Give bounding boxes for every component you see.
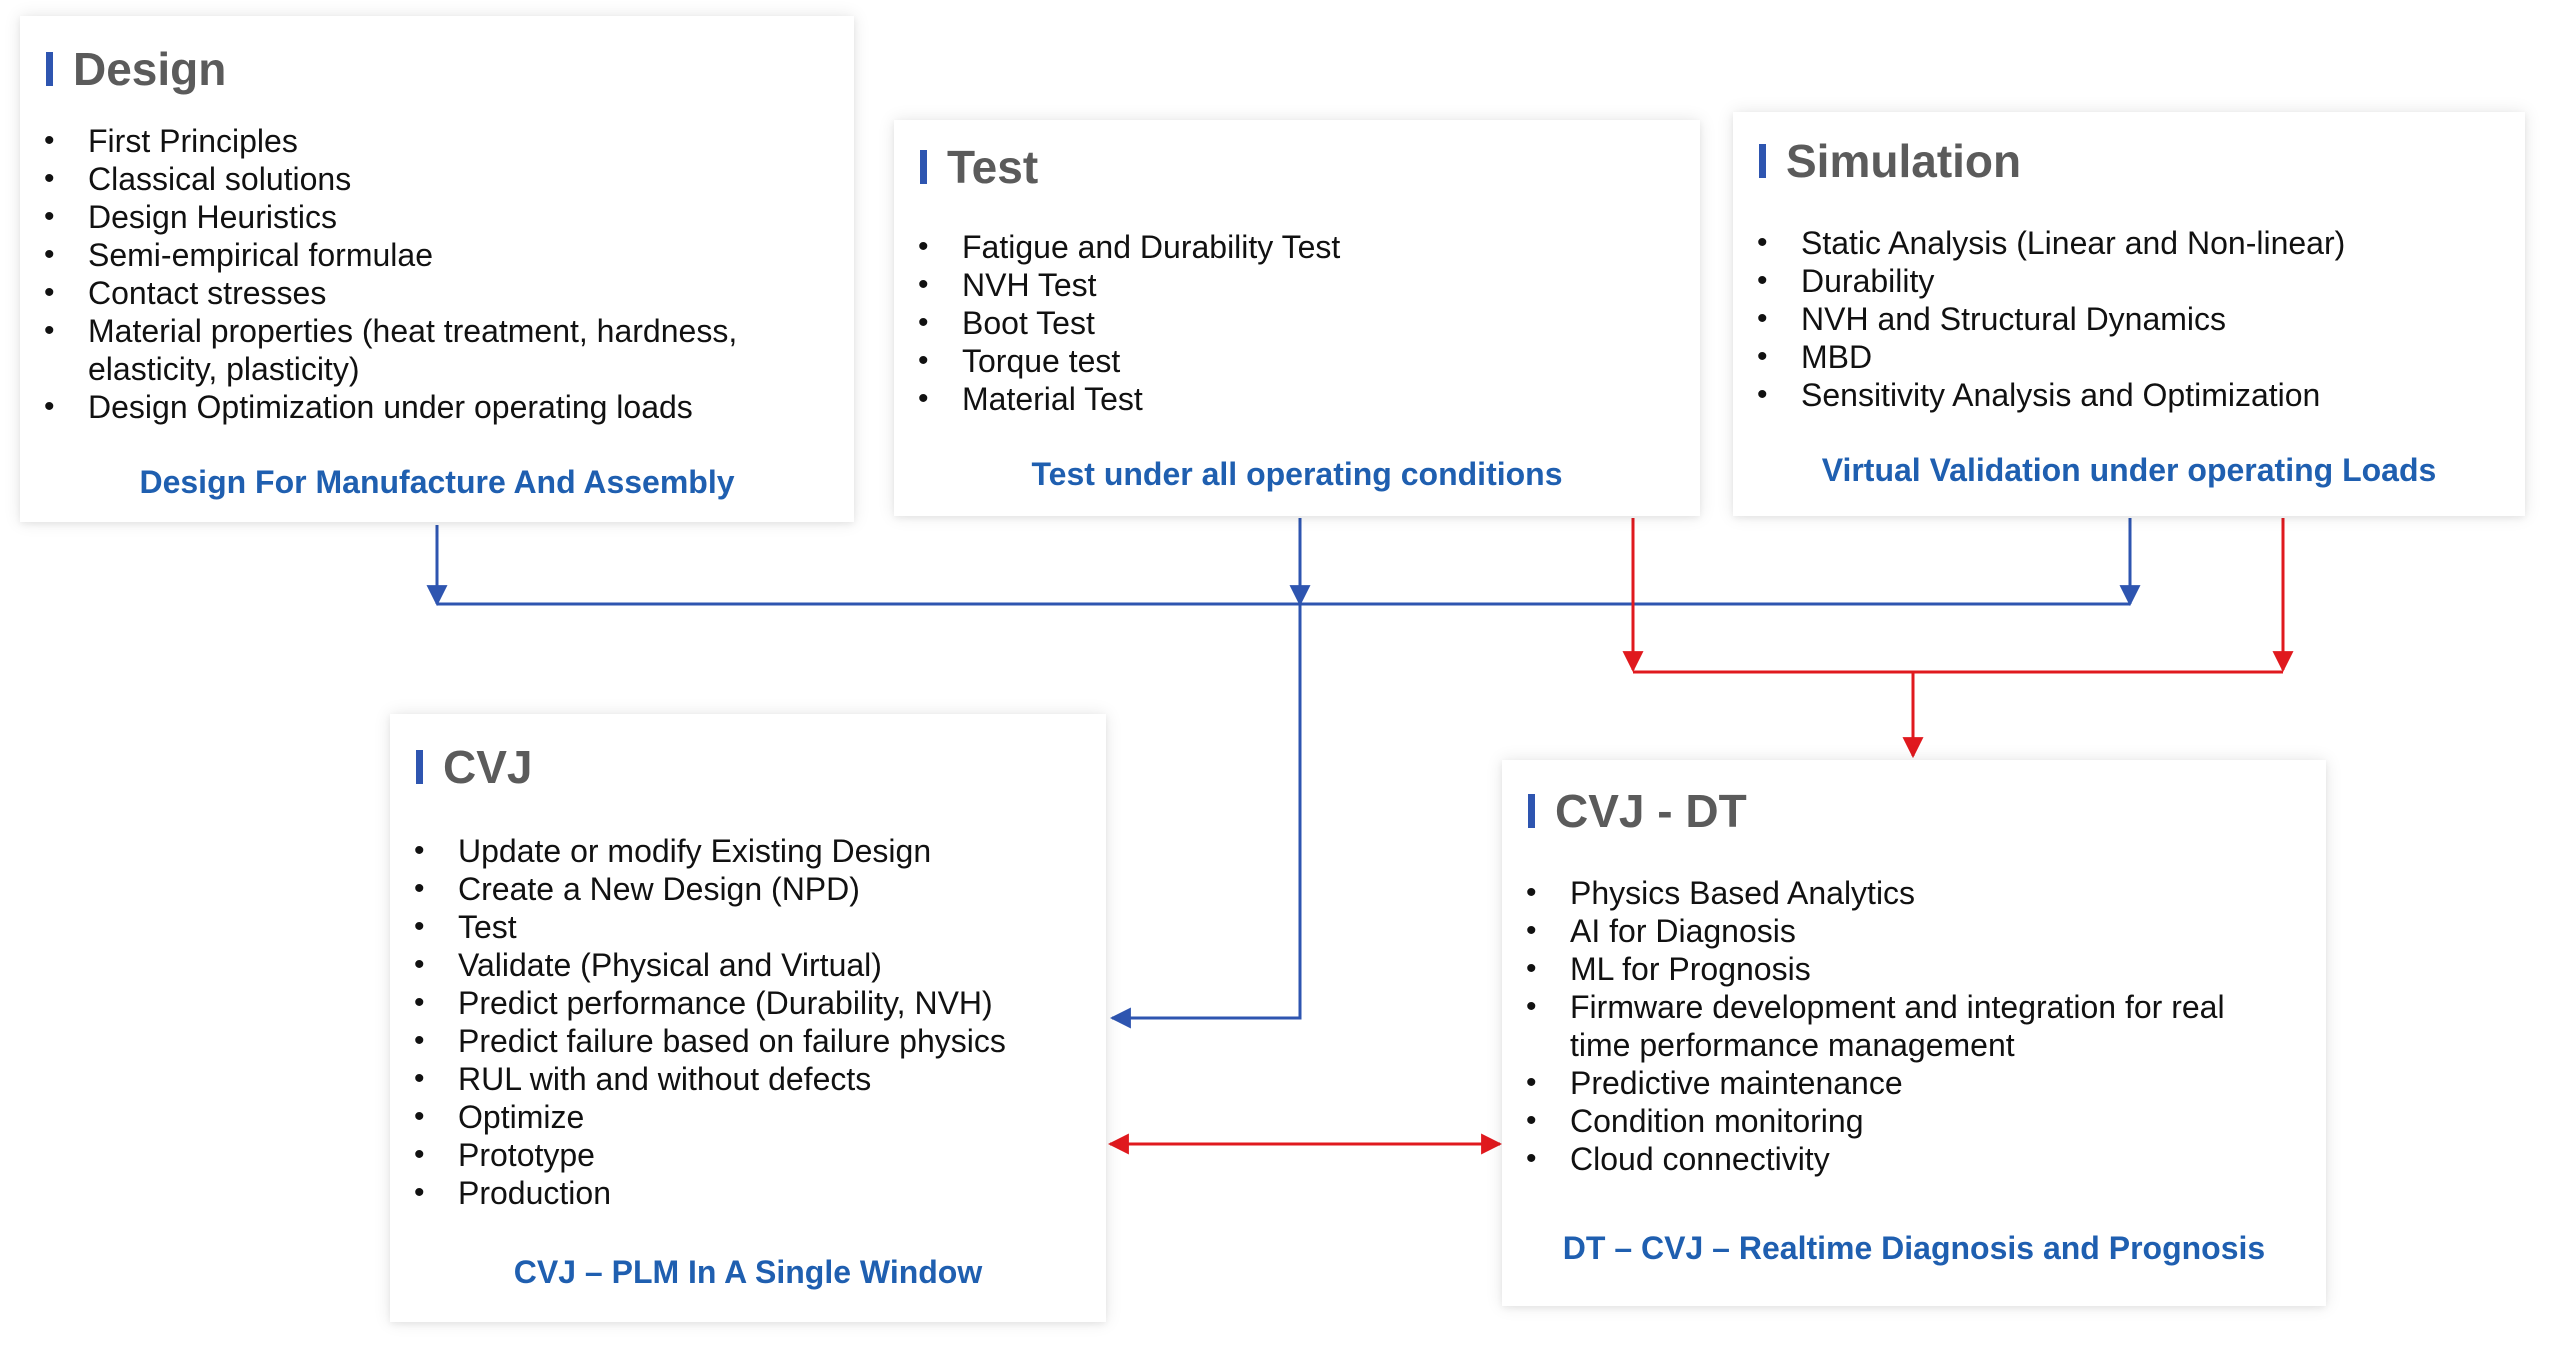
list-item: Design Optimization under operating load… <box>44 388 844 426</box>
title-accent-bar <box>1528 794 1535 828</box>
list-item: AI for Diagnosis <box>1526 912 2286 950</box>
title-accent-bar <box>1759 144 1766 178</box>
design-list: First Principles Classical solutions Des… <box>44 122 844 426</box>
list-item: ML for Prognosis <box>1526 950 2286 988</box>
cvj-footer: CVJ – PLM In A Single Window <box>513 1254 983 1290</box>
cvj-card: CVJ Update or modify Existing Design Cre… <box>390 714 1106 1322</box>
list-item: Predictive maintenance <box>1526 1064 2286 1102</box>
list-item: Contact stresses <box>44 274 844 312</box>
list-item: Classical solutions <box>44 160 844 198</box>
list-item: Sensitivity Analysis and Optimization <box>1757 376 2517 414</box>
list-item: RUL with and without defects <box>414 1060 1104 1098</box>
cvj-dt-card: CVJ - DT Physics Based Analytics AI for … <box>1502 760 2326 1306</box>
list-item: Durability <box>1757 262 2517 300</box>
simulation-list: Static Analysis (Linear and Non-linear) … <box>1757 224 2517 414</box>
simulation-footer: Virtual Validation under operating Loads <box>1821 452 2437 488</box>
list-item: NVH Test <box>918 266 1688 304</box>
list-item: Semi-empirical formulae <box>44 236 844 274</box>
cvj-dt-list: Physics Based Analytics AI for Diagnosis… <box>1526 874 2286 1178</box>
list-item: Predict failure based on failure physics <box>414 1022 1104 1060</box>
cvj-title: CVJ <box>416 740 532 794</box>
list-item: Fatigue and Durability Test <box>918 228 1688 266</box>
design-footer: Design For Manufacture And Assembly <box>139 464 735 500</box>
list-item: NVH and Structural Dynamics <box>1757 300 2517 338</box>
list-item: Material properties (heat treatment, har… <box>44 312 844 388</box>
list-item: Boot Test <box>918 304 1688 342</box>
list-item: Design Heuristics <box>44 198 844 236</box>
list-item: First Principles <box>44 122 844 160</box>
list-item: Physics Based Analytics <box>1526 874 2286 912</box>
list-item: MBD <box>1757 338 2517 376</box>
list-item: Cloud connectivity <box>1526 1140 2286 1178</box>
test-title: Test <box>920 140 1038 194</box>
design-title: Design <box>46 42 226 96</box>
list-item: Validate (Physical and Virtual) <box>414 946 1104 984</box>
cvj-list: Update or modify Existing Design Create … <box>414 832 1104 1212</box>
list-item: Production <box>414 1174 1104 1212</box>
list-item: Static Analysis (Linear and Non-linear) <box>1757 224 2517 262</box>
list-item: Test <box>414 908 1104 946</box>
list-item: Material Test <box>918 380 1688 418</box>
title-accent-bar <box>46 52 53 86</box>
cvj-dt-title: CVJ - DT <box>1528 784 1747 838</box>
list-item: Firmware development and integration for… <box>1526 988 2286 1064</box>
test-list: Fatigue and Durability Test NVH Test Boo… <box>918 228 1688 418</box>
list-item: Create a New Design (NPD) <box>414 870 1104 908</box>
list-item: Condition monitoring <box>1526 1102 2286 1140</box>
list-item: Predict performance (Durability, NVH) <box>414 984 1104 1022</box>
cvj-dt-footer: DT – CVJ – Realtime Diagnosis and Progno… <box>1562 1230 2266 1266</box>
title-accent-bar <box>920 150 927 184</box>
list-item: Update or modify Existing Design <box>414 832 1104 870</box>
design-card: Design First Principles Classical soluti… <box>20 16 854 522</box>
test-footer: Test under all operating conditions <box>1031 456 1563 492</box>
simulation-title: Simulation <box>1759 134 2021 188</box>
list-item: Optimize <box>414 1098 1104 1136</box>
simulation-card: Simulation Static Analysis (Linear and N… <box>1733 112 2525 516</box>
list-item: Prototype <box>414 1136 1104 1174</box>
to-cvj-arrow <box>1109 604 1302 1029</box>
test-card: Test Fatigue and Durability Test NVH Tes… <box>894 120 1700 516</box>
list-item: Torque test <box>918 342 1688 380</box>
title-accent-bar <box>416 750 423 784</box>
